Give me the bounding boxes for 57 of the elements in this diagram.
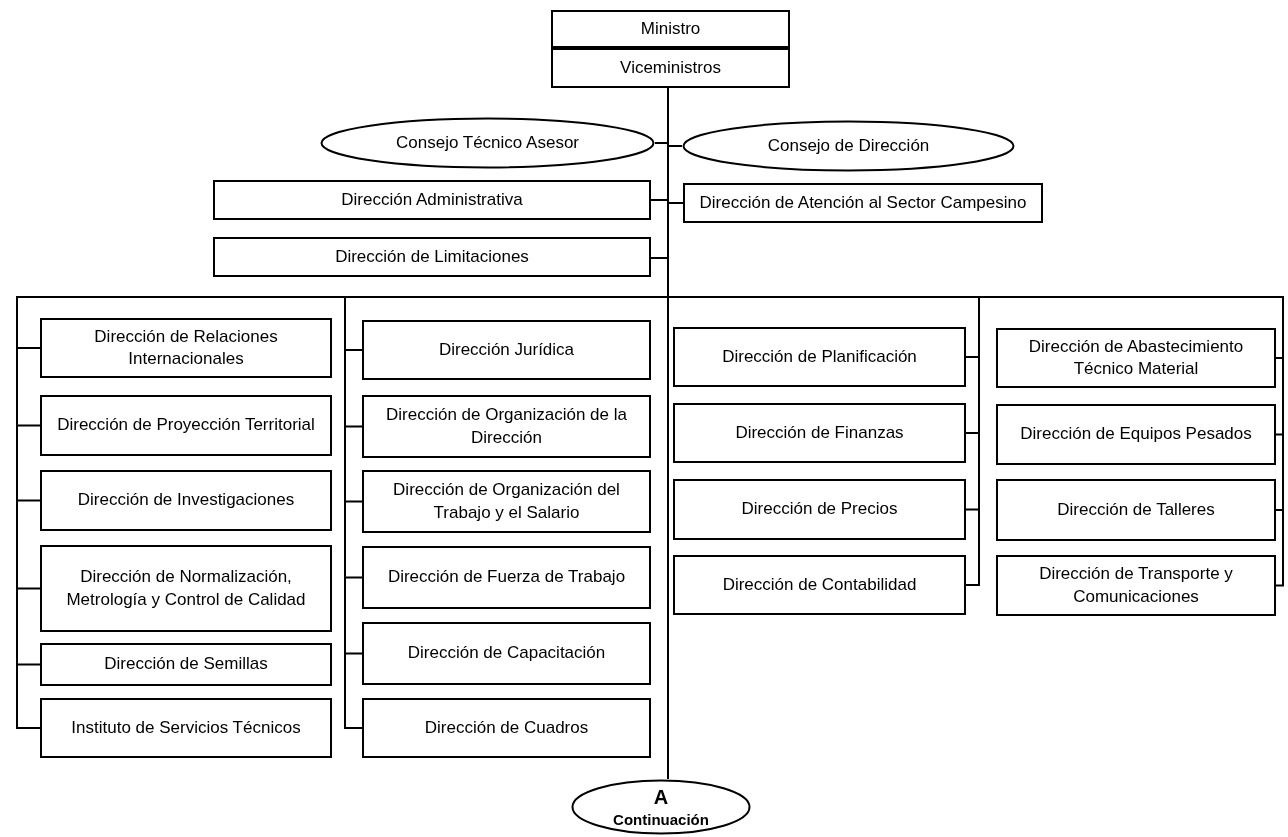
- unit-name: Dirección de Equipos Pesados: [1019, 423, 1253, 446]
- ellipse-node: [682, 120, 1015, 172]
- unit-name: Dirección de Transporte y Comunicaciones: [1038, 563, 1234, 608]
- unit-name: Dirección de Proyección Territorial: [56, 414, 316, 437]
- org-box: [996, 479, 1276, 541]
- unit-name: Dirección de Cuadros: [423, 716, 590, 739]
- org-box: [40, 395, 332, 456]
- org-box: [40, 643, 332, 686]
- org-box: [996, 555, 1276, 616]
- org-box: [673, 555, 966, 615]
- org-box: [362, 546, 651, 609]
- org-box: [673, 327, 966, 387]
- connector-label: Continuación: [612, 810, 710, 830]
- unit-name: Dirección de Semillas: [103, 653, 269, 676]
- org-box: [996, 328, 1276, 388]
- unit-name: Dirección de Fuerza de Trabajo: [386, 566, 627, 589]
- unit-name: Instituto de Servicios Técnicos: [70, 716, 302, 739]
- unit-name: Dirección de Precios: [740, 498, 899, 521]
- unit-name: Consejo Técnico Asesor: [395, 131, 580, 154]
- unit-name: Dirección de Investigaciones: [76, 489, 296, 512]
- unit-name: Dirección de Atención al Sector Campesino: [698, 191, 1028, 214]
- unit-name: Dirección de Abastecimiento Técnico Material: [1027, 335, 1245, 380]
- ellipse-node: [320, 117, 655, 169]
- org-box: [213, 180, 651, 220]
- org-box: [551, 10, 790, 48]
- unit-name: Dirección de Capacitación: [406, 642, 607, 665]
- unit-name: Ministro: [639, 17, 702, 40]
- unit-name: Dirección de Planificación: [721, 345, 918, 368]
- org-box: [40, 545, 332, 632]
- unit-name: Dirección de Finanzas: [734, 421, 905, 444]
- org-box: [673, 479, 966, 540]
- connector-letter: A: [652, 785, 670, 811]
- unit-name: Viceministros: [619, 56, 722, 79]
- org-box: [362, 622, 651, 685]
- org-box: [362, 395, 651, 458]
- unit-name: Dirección Administrativa: [340, 188, 524, 211]
- unit-name: Dirección de Talleres: [1056, 498, 1216, 521]
- org-box: [40, 698, 332, 758]
- ellipse-node: [571, 779, 751, 835]
- org-box: [551, 48, 790, 88]
- unit-name: Dirección de Limitaciones: [334, 245, 530, 268]
- unit-name: Dirección de Relaciones Internacionales: [93, 325, 279, 370]
- org-box: [683, 183, 1043, 223]
- unit-name: Dirección de Contabilidad: [721, 573, 918, 596]
- org-box: [213, 237, 651, 277]
- org-box: [996, 404, 1276, 465]
- org-box: [362, 470, 651, 533]
- unit-name: Consejo de Dirección: [766, 134, 931, 157]
- org-box: [40, 470, 332, 531]
- unit-name: Dirección de Normalización, Metrología y Control de Calidad: [65, 566, 307, 611]
- unit-name: Dirección de Organización del Trabajo y el Salario: [392, 479, 621, 524]
- org-box: [362, 320, 651, 380]
- org-box: [673, 403, 966, 463]
- org-box: [362, 698, 651, 758]
- unit-name: Dirección de Organización de la Dirección: [385, 404, 628, 449]
- unit-name: Dirección Jurídica: [437, 338, 576, 361]
- org-box: [40, 318, 332, 378]
